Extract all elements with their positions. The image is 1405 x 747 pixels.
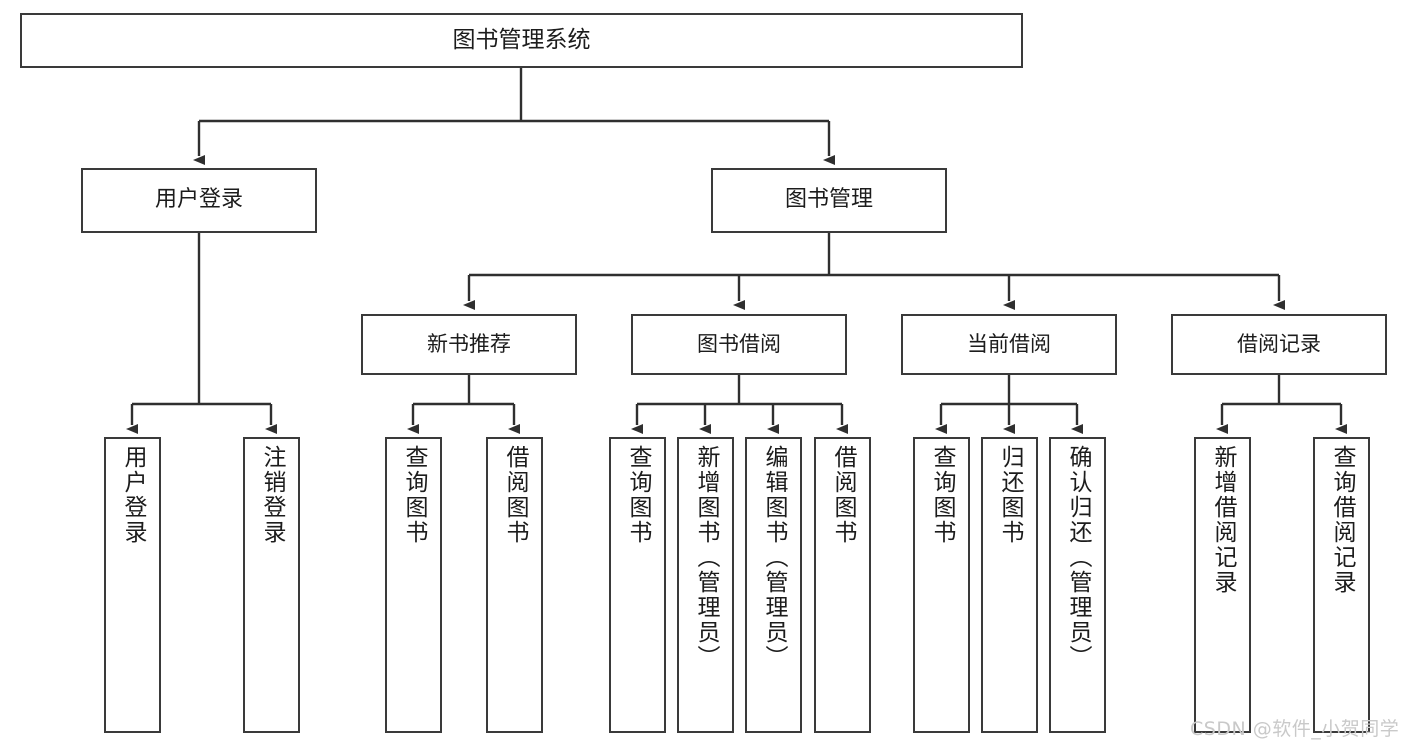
node-label: 新增借阅记录	[1210, 445, 1236, 595]
node-label: 查询图书	[929, 445, 955, 545]
node-label: 新增图书（管理员）	[693, 445, 719, 670]
node-label: 编辑图书（管理员）	[761, 445, 787, 670]
leaf-user-login-login[interactable]: 用户登录	[104, 437, 161, 733]
node-label: 借阅图书	[502, 445, 528, 545]
leaf-borrow-record-add[interactable]: 新增借阅记录	[1194, 437, 1251, 733]
node-book-borrow[interactable]: 图书借阅	[631, 314, 847, 375]
node-book-management-system[interactable]: 图书管理系统	[20, 13, 1023, 68]
leaf-book-borrow-borrow[interactable]: 借阅图书	[814, 437, 871, 733]
leaf-new-book-borrow[interactable]: 借阅图书	[486, 437, 543, 733]
node-label: 图书管理系统	[452, 26, 591, 53]
node-label: 查询图书	[401, 445, 427, 545]
node-label: 归还图书	[997, 445, 1023, 545]
csdn-watermark: CSDN @软件_小贺同学	[1190, 718, 1400, 740]
node-label: 查询图书	[625, 445, 651, 545]
node-label: 借阅图书	[830, 445, 856, 545]
node-label: 查询借阅记录	[1329, 445, 1355, 595]
leaf-current-borrow-confirm-return[interactable]: 确认归还（管理员）	[1049, 437, 1106, 733]
leaf-current-borrow-query[interactable]: 查询图书	[913, 437, 970, 733]
leaf-user-login-logout[interactable]: 注销登录	[243, 437, 300, 733]
node-label: 图书借阅	[697, 331, 781, 356]
node-label: 当前借阅	[967, 331, 1051, 356]
node-current-borrow[interactable]: 当前借阅	[901, 314, 1117, 375]
node-user-login[interactable]: 用户登录	[81, 168, 317, 233]
node-new-book-recommend[interactable]: 新书推荐	[361, 314, 577, 375]
node-label: 新书推荐	[427, 331, 511, 356]
node-label: 确认归还（管理员）	[1065, 445, 1091, 670]
node-label: 图书管理	[784, 187, 873, 213]
node-book-management[interactable]: 图书管理	[711, 168, 947, 233]
node-label: 用户登录	[154, 187, 243, 213]
leaf-new-book-query[interactable]: 查询图书	[385, 437, 442, 733]
leaf-book-borrow-query[interactable]: 查询图书	[609, 437, 666, 733]
node-label: 注销登录	[259, 445, 285, 545]
leaf-current-borrow-return[interactable]: 归还图书	[981, 437, 1038, 733]
node-borrow-record[interactable]: 借阅记录	[1171, 314, 1387, 375]
leaf-book-borrow-edit[interactable]: 编辑图书（管理员）	[745, 437, 802, 733]
node-label: 用户登录	[120, 445, 146, 545]
node-label: 借阅记录	[1237, 331, 1321, 356]
leaf-book-borrow-add[interactable]: 新增图书（管理员）	[677, 437, 734, 733]
leaf-borrow-record-query[interactable]: 查询借阅记录	[1313, 437, 1370, 733]
